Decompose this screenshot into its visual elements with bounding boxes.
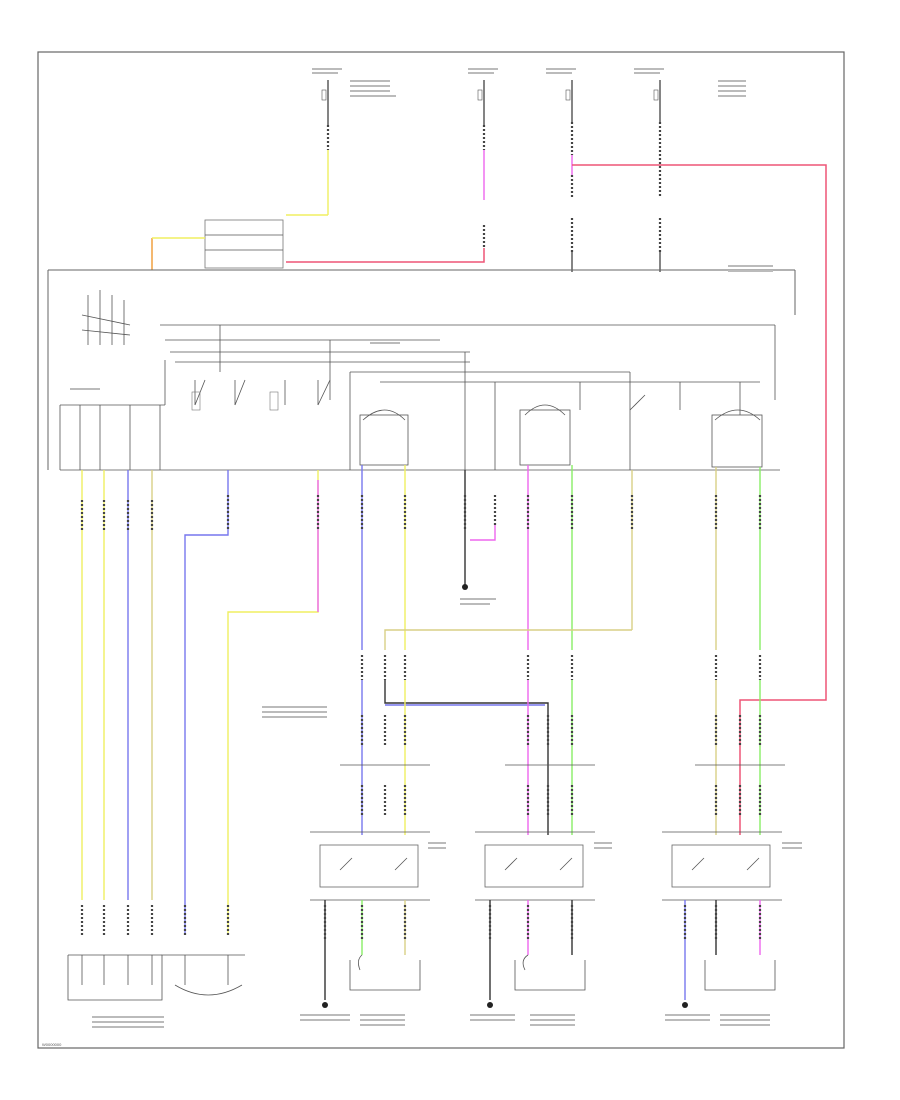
ground-point-icon — [487, 1002, 493, 1008]
fuse-icon — [477, 80, 485, 125]
label-marks — [70, 68, 802, 1028]
selector-switch-icon — [81, 290, 131, 345]
ground-point-icon — [682, 1002, 688, 1008]
motor-icon — [359, 409, 409, 466]
figure-code: W0000000 — [42, 1042, 62, 1047]
window-motors — [349, 954, 776, 991]
diagram-frame — [37, 51, 845, 1049]
ground-point-icon — [462, 584, 468, 590]
relay-module — [151, 219, 284, 270]
motor-icon — [711, 409, 763, 468]
switch-contacts — [191, 379, 331, 411]
fuse-icon — [653, 80, 661, 122]
ground-point-icon — [322, 1002, 328, 1008]
switch-contacts — [349, 372, 741, 470]
mid-connectors — [340, 655, 785, 835]
door-switch-modules — [310, 831, 782, 1008]
motor-icon — [519, 404, 571, 466]
harness-wires — [80, 465, 762, 935]
fuse-icon — [565, 80, 573, 122]
main-switch-block — [59, 290, 780, 471]
fuse-feeds — [286, 80, 827, 720]
fuse-icon — [321, 80, 329, 125]
master-switch-connector — [67, 954, 245, 1001]
